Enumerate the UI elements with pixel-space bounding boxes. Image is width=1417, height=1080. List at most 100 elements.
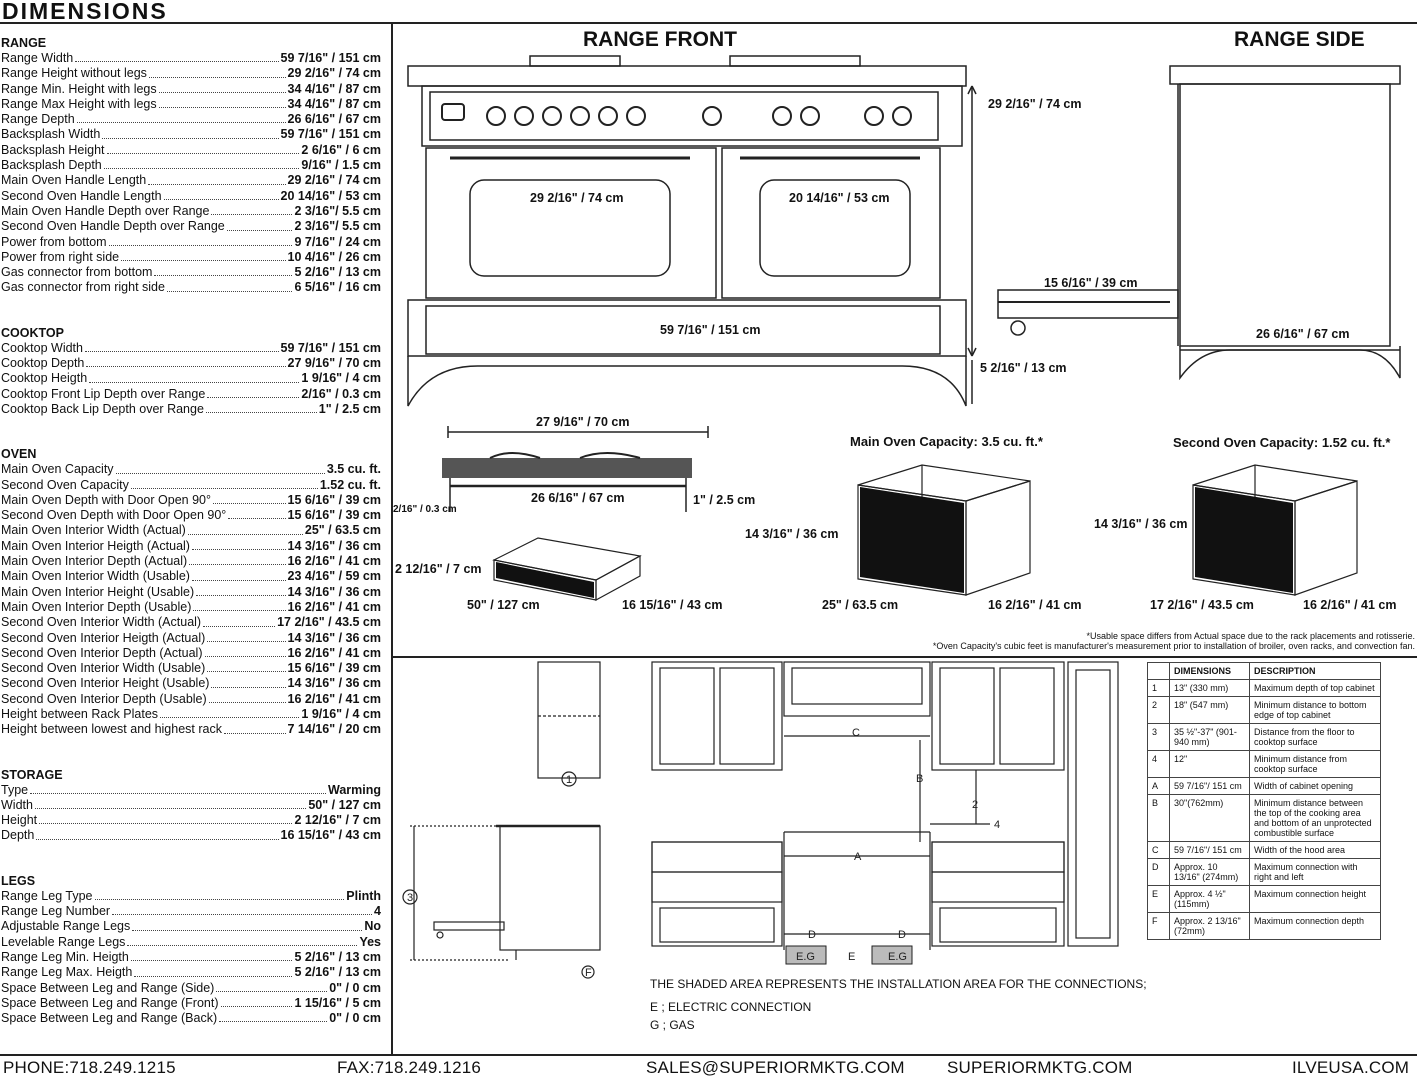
- spec-value: 0" / 0 cm: [329, 980, 381, 995]
- svg-text:3: 3: [407, 892, 413, 904]
- side-depth-label: 26 6/16" / 67 cm: [1256, 327, 1350, 341]
- installation-side-drawing: 1 3 F: [402, 661, 601, 979]
- spec-label: Main Oven Interior Depth (Usable): [1, 599, 192, 614]
- table-cell: Maximum connection height: [1249, 885, 1381, 913]
- leader-dots: [102, 127, 279, 139]
- table-cell: Maximum connection depth: [1249, 912, 1381, 940]
- spec-label: Second Oven Interior Depth (Actual): [1, 645, 203, 660]
- leader-dots: [112, 904, 373, 916]
- second-capacity-width: 17 2/16" / 43.5 cm: [1150, 598, 1254, 612]
- table-header: DIMENSIONS: [1169, 662, 1250, 680]
- storage-depth-label: 16 15/16" / 43 cm: [622, 598, 723, 612]
- spec-value: 6 5/16" / 16 cm: [294, 280, 381, 295]
- spec-label: Height between Rack Plates: [1, 706, 159, 721]
- spec-row: Space Between Leg and Range (Front)1 15/…: [1, 996, 381, 1011]
- spec-value: 23 4/16" / 59 cm: [287, 569, 382, 584]
- spec-label: Range Min. Height with legs: [1, 81, 157, 96]
- spec-value: 2 6/16" / 6 cm: [301, 142, 381, 157]
- leader-dots: [163, 189, 279, 200]
- page-title: DIMENSIONS: [2, 0, 168, 24]
- spec-row: Main Oven Depth with Door Open 90°15 6/1…: [1, 493, 381, 508]
- spec-label: Main Oven Interior Width (Usable): [1, 569, 190, 584]
- spec-row: Second Oven Depth with Door Open 90°15 6…: [1, 508, 381, 523]
- spec-label: Cooktop Back Lip Depth over Range: [1, 401, 204, 416]
- section-heading: LEGS: [1, 873, 36, 888]
- leg-height-label: 5 2/16" / 13 cm: [980, 361, 1067, 375]
- storage-height-label: 2 12/16" / 7 cm: [395, 562, 482, 576]
- spec-value: 15 6/16" / 39 cm: [287, 508, 382, 523]
- spec-label: Second Oven Interior Heigth (Actual): [1, 630, 206, 645]
- spec-value: 10 4/16" / 26 cm: [287, 249, 382, 264]
- spec-label: Range Depth: [1, 112, 75, 127]
- spec-label: Width: [1, 797, 33, 812]
- spec-label: Range Width: [1, 51, 74, 65]
- table-cell: 1: [1147, 679, 1170, 697]
- leader-dots: [108, 235, 293, 246]
- spec-label: Main Oven Interior Depth (Actual): [1, 554, 188, 569]
- spec-value: 59 7/16" / 151 cm: [280, 51, 381, 65]
- spec-value: 29 2/16" / 74 cm: [287, 173, 382, 188]
- leader-dots: [203, 615, 276, 627]
- spec-value: 26 6/16" / 67 cm: [287, 112, 382, 127]
- range-side-drawing: [997, 65, 1401, 380]
- spec-value: 9 7/16" / 24 cm: [294, 234, 381, 249]
- spec-label: Cooktop Front Lip Depth over Range: [1, 386, 206, 401]
- leader-dots: [84, 341, 279, 353]
- second-oven-cube: [1192, 464, 1358, 596]
- svg-text:F: F: [585, 967, 592, 979]
- svg-text:1: 1: [566, 774, 572, 786]
- leader-dots: [207, 661, 286, 673]
- footer-site-ilve: ILVEUSA.COM: [1292, 1058, 1410, 1077]
- cooktop-inner-label: 26 6/16" / 67 cm: [531, 491, 625, 505]
- install-electric-note: E ; ELECTRIC CONNECTION: [650, 1000, 812, 1014]
- spec-label: Main Oven Handle Depth over Range: [1, 203, 210, 218]
- table-header: DESCRIPTION: [1249, 662, 1381, 680]
- spec-value: 16 2/16" / 41 cm: [287, 554, 382, 569]
- leader-dots: [191, 569, 286, 581]
- cooktop-drawing: [442, 426, 709, 512]
- table-cell: Maximum connection with right and left: [1249, 858, 1381, 886]
- cooktop-lip-front-label: 2/16" / 0.3 cm: [393, 504, 457, 515]
- spec-label: Second Oven Interior Depth (Usable): [1, 691, 207, 706]
- leader-dots: [134, 965, 293, 977]
- spec-row: Second Oven Interior Depth (Usable)16 2/…: [1, 692, 381, 707]
- spec-row: Space Between Leg and Range (Side) 0" / 0…: [1, 981, 381, 996]
- spec-value: 20 14/16" / 53 cm: [280, 188, 381, 203]
- leader-dots: [212, 493, 286, 505]
- spec-label: Adjustable Range Legs: [1, 919, 131, 934]
- leader-dots: [208, 692, 286, 703]
- spec-value: 15 6/16" / 39 cm: [287, 661, 382, 676]
- spec-label: Gas connector from right side: [1, 280, 165, 295]
- leader-dots: [106, 143, 300, 155]
- spec-label: Range Height without legs: [1, 66, 147, 81]
- spec-label: Second Oven Capacity: [1, 477, 129, 492]
- leader-dots: [89, 371, 300, 383]
- column-divider: [391, 22, 393, 1054]
- spec-row: Space Between Leg and Range (Back)0" / 0…: [1, 1011, 381, 1026]
- leader-dots: [158, 97, 286, 109]
- table-cell: Minimum distance to bottom edge of top c…: [1249, 696, 1381, 724]
- spec-label: Main Oven Depth with Door Open 90°: [1, 492, 211, 507]
- spec-value: 4: [374, 904, 381, 919]
- range-front-drawing: [407, 55, 977, 407]
- main-capacity-depth: 16 2/16" / 41 cm: [988, 598, 1082, 612]
- storage-drawer-drawing: [492, 537, 642, 602]
- section-heading: RANGE: [1, 36, 47, 50]
- leader-dots: [75, 51, 279, 63]
- spec-value: 2 12/16" / 7 cm: [294, 813, 381, 828]
- spec-value: 9/16" / 1.5 cm: [301, 158, 381, 173]
- spec-label: Cooktop Depth: [1, 356, 85, 371]
- table-cell: 30"(762mm): [1169, 794, 1250, 842]
- spec-label: Space Between Leg and Range (Side): [1, 980, 215, 995]
- spec-value: 16 2/16" / 41 cm: [287, 599, 382, 614]
- spec-row: Second Oven Interior Depth (Actual)16 2/…: [1, 646, 381, 661]
- spec-label: Second Oven Interior Height (Usable): [1, 676, 210, 691]
